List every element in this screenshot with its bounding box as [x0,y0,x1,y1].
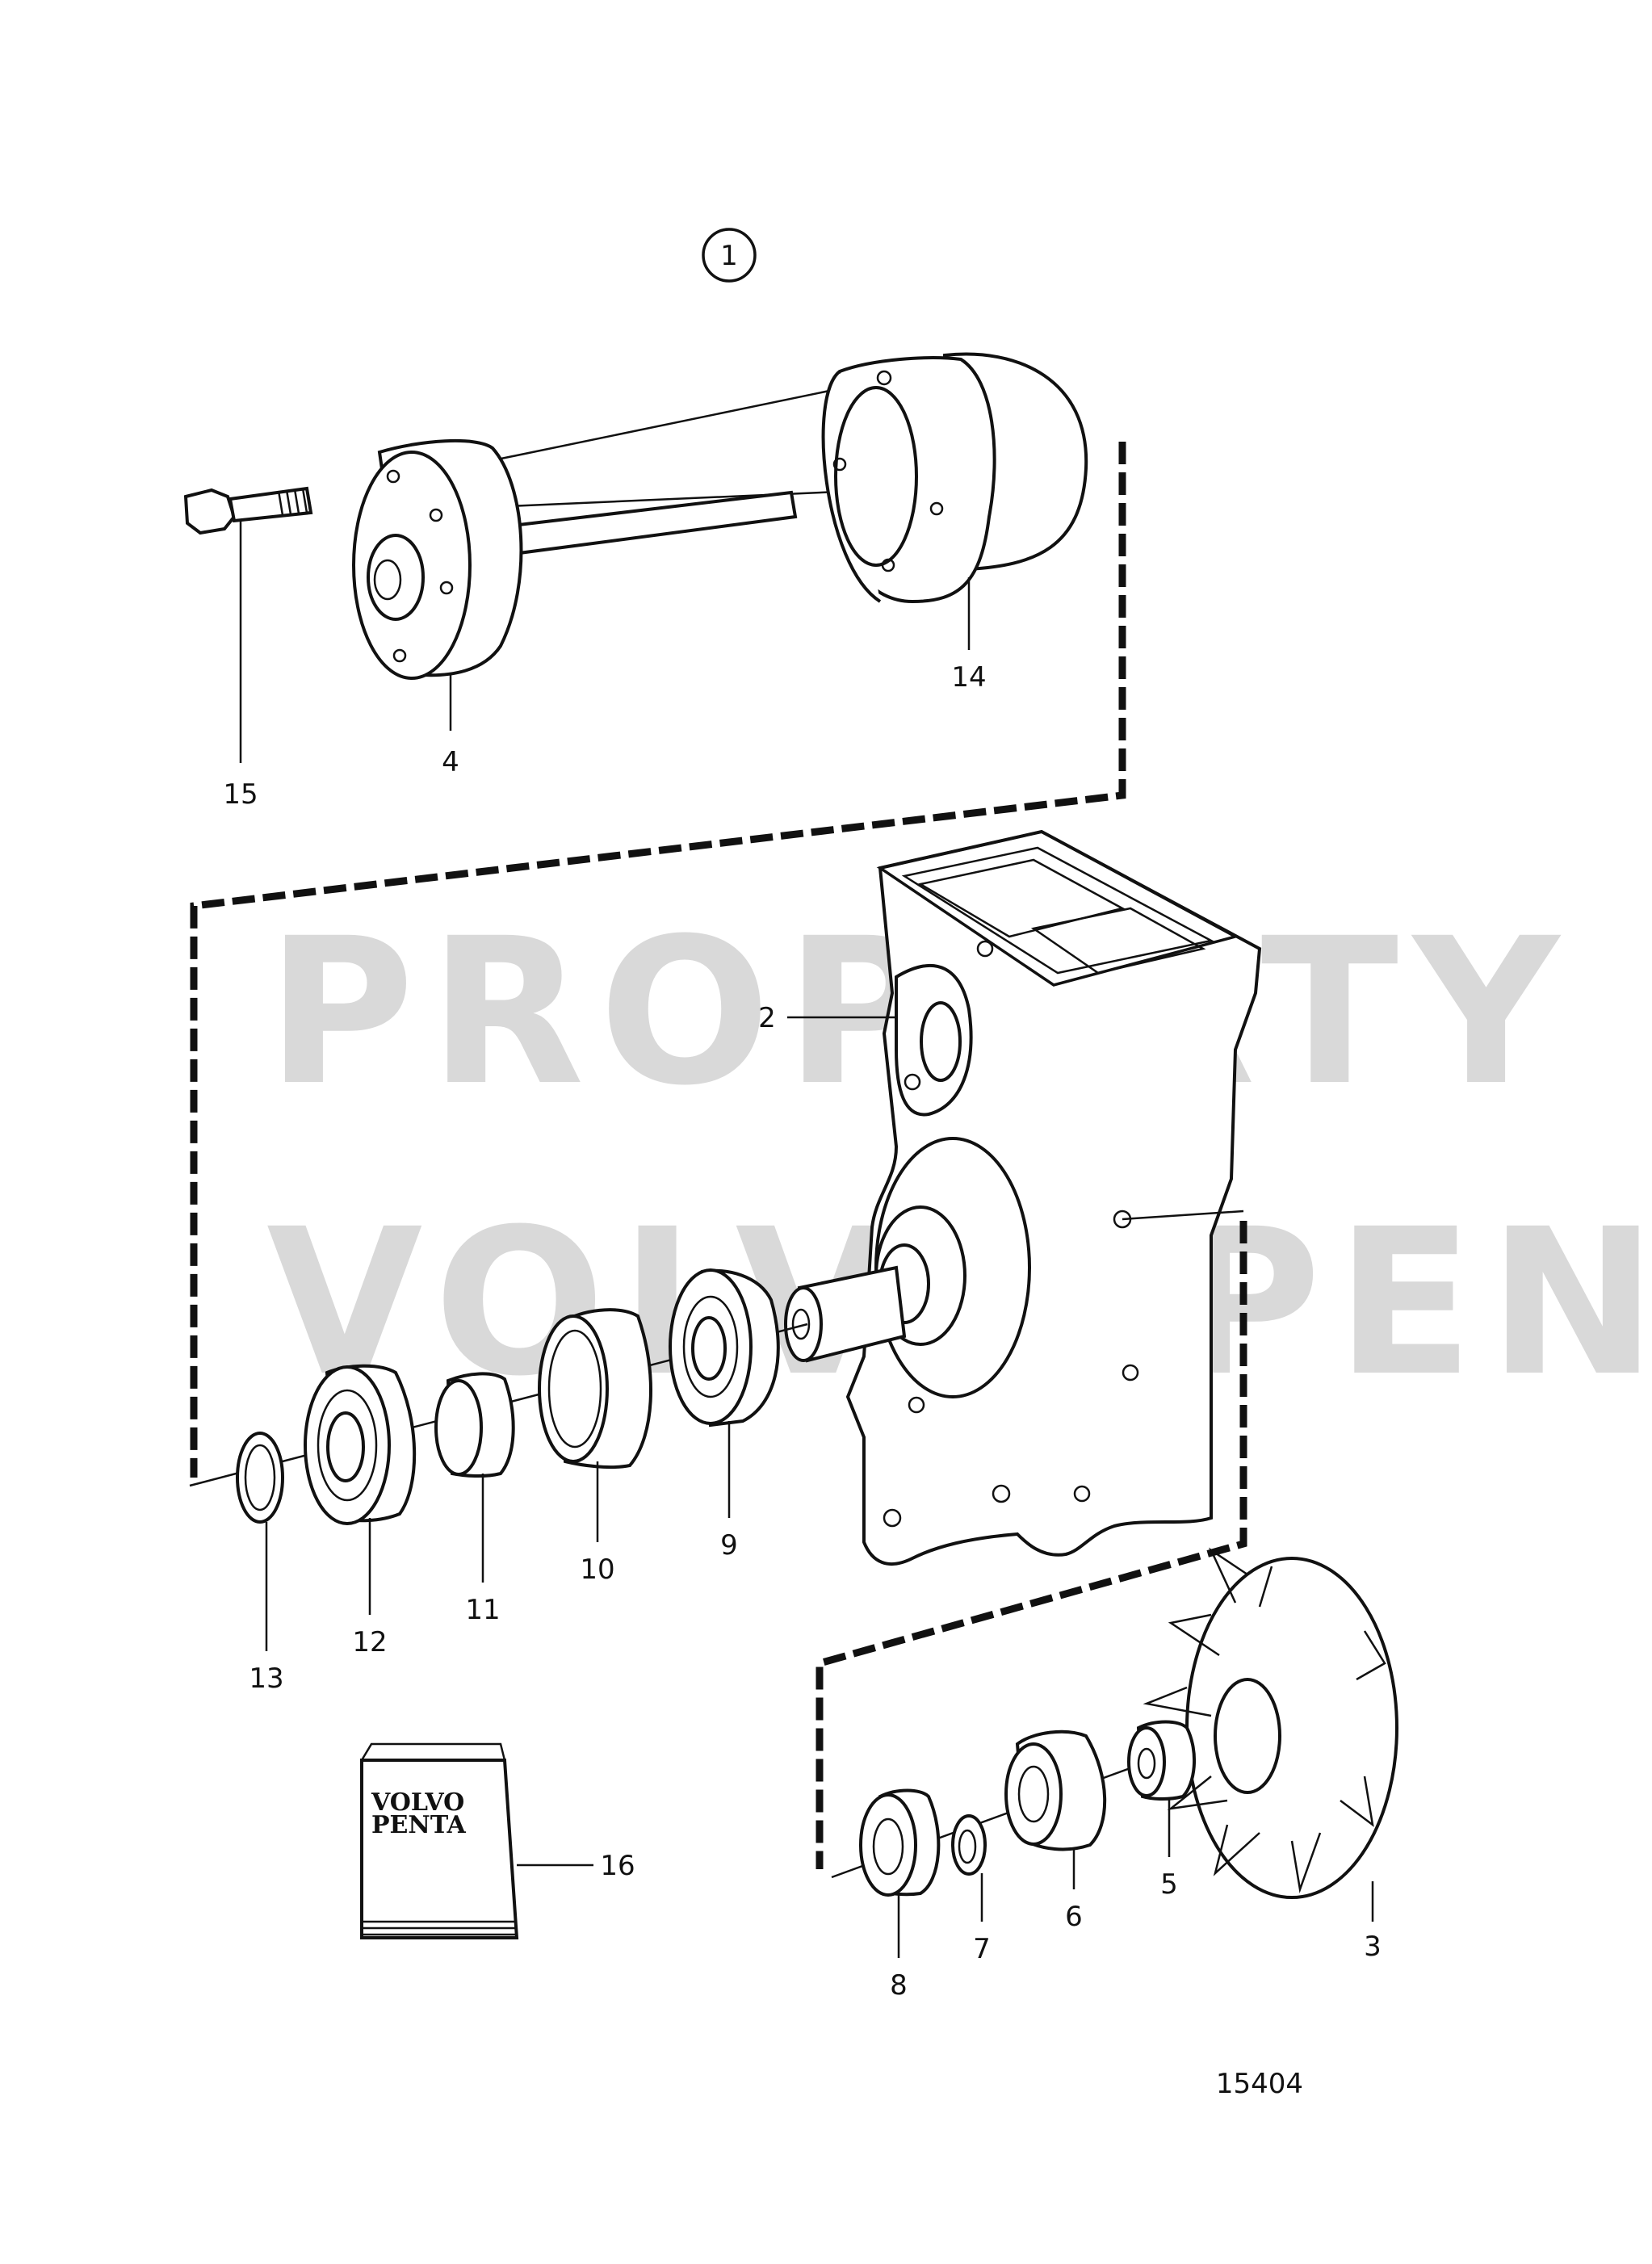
label-10: 10 [580,1553,614,1586]
puller-tool-assembly [183,352,1088,680]
booklet-logo-line1: VOLVO [371,1788,464,1817]
label-4: 4 [442,746,459,778]
part-8-bearing [859,1788,941,1897]
label-16: 16 [600,1850,635,1882]
group-number-badge: 1 [702,228,757,283]
label-5: 5 [1160,1868,1178,1901]
label-2: 2 [758,1002,776,1034]
label-9: 9 [720,1529,738,1562]
label-7: 7 [973,1933,991,1965]
group-number-text: 1 [720,240,738,272]
part-11-ring [434,1372,515,1478]
label-15: 15 [223,778,258,811]
label-12: 12 [352,1626,387,1658]
part-13-circlip [236,1432,284,1524]
part-7-washer [951,1814,987,1876]
part-labels: 15 4 14 2 9 10 11 12 13 3 5 6 7 8 16 [223,661,1381,2002]
booklet-logo-line2: PENTA [371,1811,467,1839]
label-8: 8 [890,1969,908,2002]
part-14-drum [821,352,1088,604]
part-5-bushing [1127,1720,1197,1801]
part-16-service-booklet: VOLVO PENTA [360,1742,519,1939]
part-9-bearing [669,1268,780,1428]
drawing-number: 15404 [1216,2068,1303,2100]
part-2-housing [845,829,1262,1566]
part-3-impeller [1143,1547,1398,1899]
leader-lines [239,521,1374,1958]
label-11: 11 [465,1594,500,1626]
label-6: 6 [1065,1901,1083,1933]
label-3: 3 [1364,1931,1382,1963]
part-10-sleeve [538,1308,652,1470]
label-13: 13 [249,1662,283,1695]
part-12-bearing [304,1364,417,1525]
housing-output-shaft [784,1265,907,1363]
part-4-flange [352,438,523,680]
part-15-bolt [183,486,313,535]
label-14: 14 [951,661,986,694]
assembly-brackets [190,442,1247,1869]
part-6-seal-housing [1004,1729,1107,1851]
